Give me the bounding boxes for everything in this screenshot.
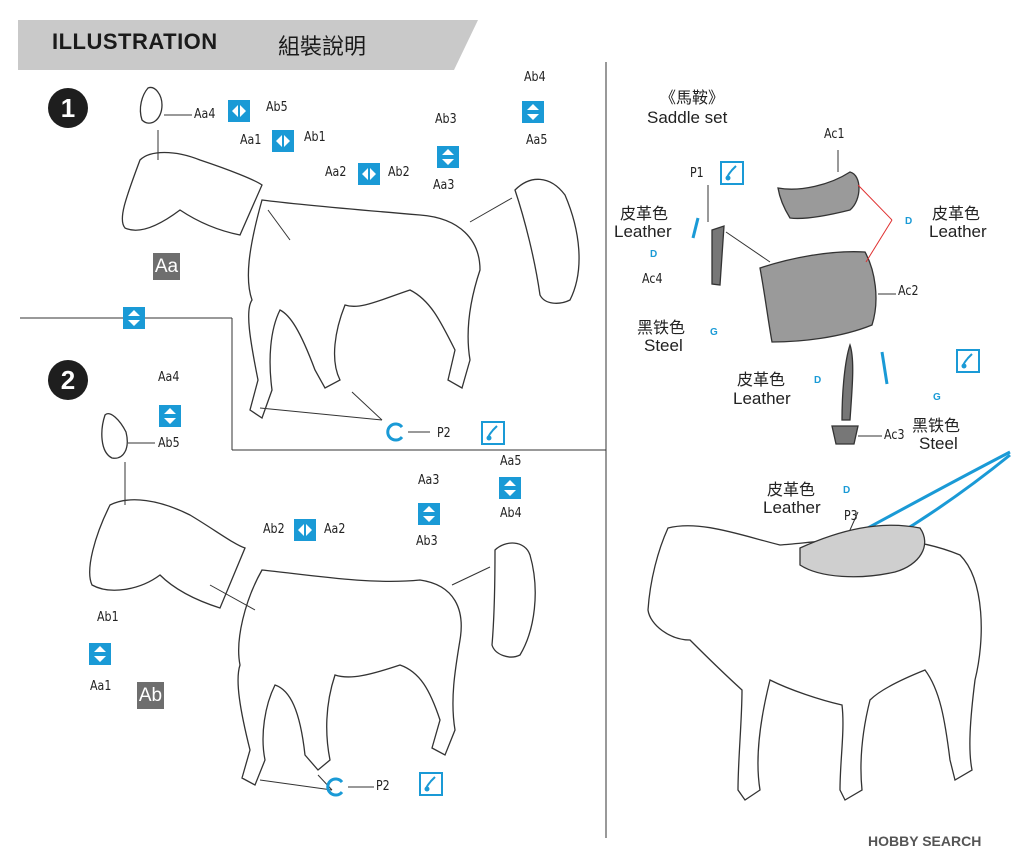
color-leather-en: Leather — [763, 498, 821, 517]
label-ab2: Ab2 — [388, 165, 410, 180]
label-aa5: Aa5 — [526, 133, 548, 148]
label-aa4: Aa4 — [194, 107, 216, 122]
saddle-parts-drawing — [711, 171, 877, 445]
paint-icon — [956, 349, 980, 373]
paint-code-g: G — [933, 392, 941, 403]
label-aa5: Aa5 — [500, 454, 522, 469]
sprue-tag-ab: Ab — [137, 682, 164, 709]
glue-both-sides-icon — [272, 130, 294, 152]
header-title-en: ILLUSTRATION — [52, 29, 218, 54]
label-aa4: Aa4 — [158, 370, 180, 385]
assembled-horse-drawing — [647, 524, 982, 801]
color-leather-en: Leather — [614, 222, 672, 241]
label-ac1: Ac1 — [824, 127, 845, 142]
step-1-badge: 1 — [48, 88, 88, 128]
color-steel-en: Steel — [919, 434, 958, 453]
header-banner — [18, 20, 478, 70]
label-aa1: Aa1 — [90, 679, 112, 694]
paint-icon — [481, 421, 505, 445]
label-ac2: Ac2 — [898, 284, 919, 299]
label-ab3: Ab3 — [435, 112, 457, 127]
label-aa3: Aa3 — [418, 473, 440, 488]
paint-code-d: D — [843, 485, 851, 496]
glue-both-sides-icon — [228, 100, 250, 122]
label-p1: P1 — [690, 166, 704, 181]
step1-horse-drawing — [121, 86, 580, 420]
color-steel-cn: 黑铁色 — [912, 416, 961, 435]
glue-both-sides-icon — [294, 519, 316, 541]
glue-top-bottom-icon — [437, 146, 459, 168]
label-ab3: Ab3 — [416, 534, 438, 549]
paint-code-g: G — [710, 327, 718, 338]
horseshoe-p2-icon — [386, 422, 404, 442]
glue-top-bottom-icon — [418, 503, 440, 525]
color-leather-en: Leather — [929, 222, 987, 241]
watermark: HOBBY SEARCH — [868, 833, 982, 849]
step2-horse-drawing — [89, 413, 536, 786]
glue-top-bottom-icon — [522, 101, 544, 123]
paint-icon — [419, 772, 443, 796]
glue-both-sides-icon — [358, 163, 380, 185]
label-p2: P2 — [376, 779, 390, 794]
label-aa2: Aa2 — [325, 165, 347, 180]
paint-code-d: D — [650, 249, 658, 260]
label-ab4: Ab4 — [524, 70, 546, 85]
step-2-badge: 2 — [48, 360, 88, 400]
color-leather-cn: 皮革色 — [737, 370, 786, 389]
color-leather-cn: 皮革色 — [767, 480, 816, 499]
saddle-title-en: Saddle set — [647, 108, 728, 127]
label-aa1: Aa1 — [240, 133, 262, 148]
label-ab1: Ab1 — [97, 610, 119, 625]
paint-code-d: D — [905, 216, 913, 227]
glue-top-bottom-icon — [89, 643, 111, 665]
sprue-tag-aa: Aa — [153, 253, 180, 280]
label-ab4: Ab4 — [500, 506, 522, 521]
saddle-title-cn: 《馬鞍》 — [660, 88, 725, 107]
label-ac4: Ac4 — [642, 272, 663, 287]
label-ab5: Ab5 — [266, 100, 288, 115]
horseshoe-p2-icon — [326, 777, 344, 797]
paint-code-d: D — [814, 375, 822, 386]
label-ab2: Ab2 — [263, 522, 285, 537]
color-leather-cn: 皮革色 — [932, 204, 981, 223]
label-ab1: Ab1 — [304, 130, 326, 145]
glue-top-bottom-icon — [159, 405, 181, 427]
label-p2: P2 — [437, 426, 451, 441]
glue-top-bottom-icon — [499, 477, 521, 499]
color-steel-en: Steel — [644, 336, 683, 355]
label-ac3: Ac3 — [884, 428, 905, 443]
label-ab5: Ab5 — [158, 436, 180, 451]
label-aa3: Aa3 — [433, 178, 455, 193]
label-p3: P3 — [844, 509, 858, 524]
paint-icon — [720, 161, 744, 185]
label-aa2: Aa2 — [324, 522, 346, 537]
header-title-cn: 組裝說明 — [278, 35, 367, 60]
color-leather-en: Leather — [733, 389, 791, 408]
glue-top-bottom-icon — [123, 307, 145, 329]
color-leather-cn: 皮革色 — [620, 204, 669, 223]
color-steel-cn: 黑铁色 — [637, 318, 686, 337]
